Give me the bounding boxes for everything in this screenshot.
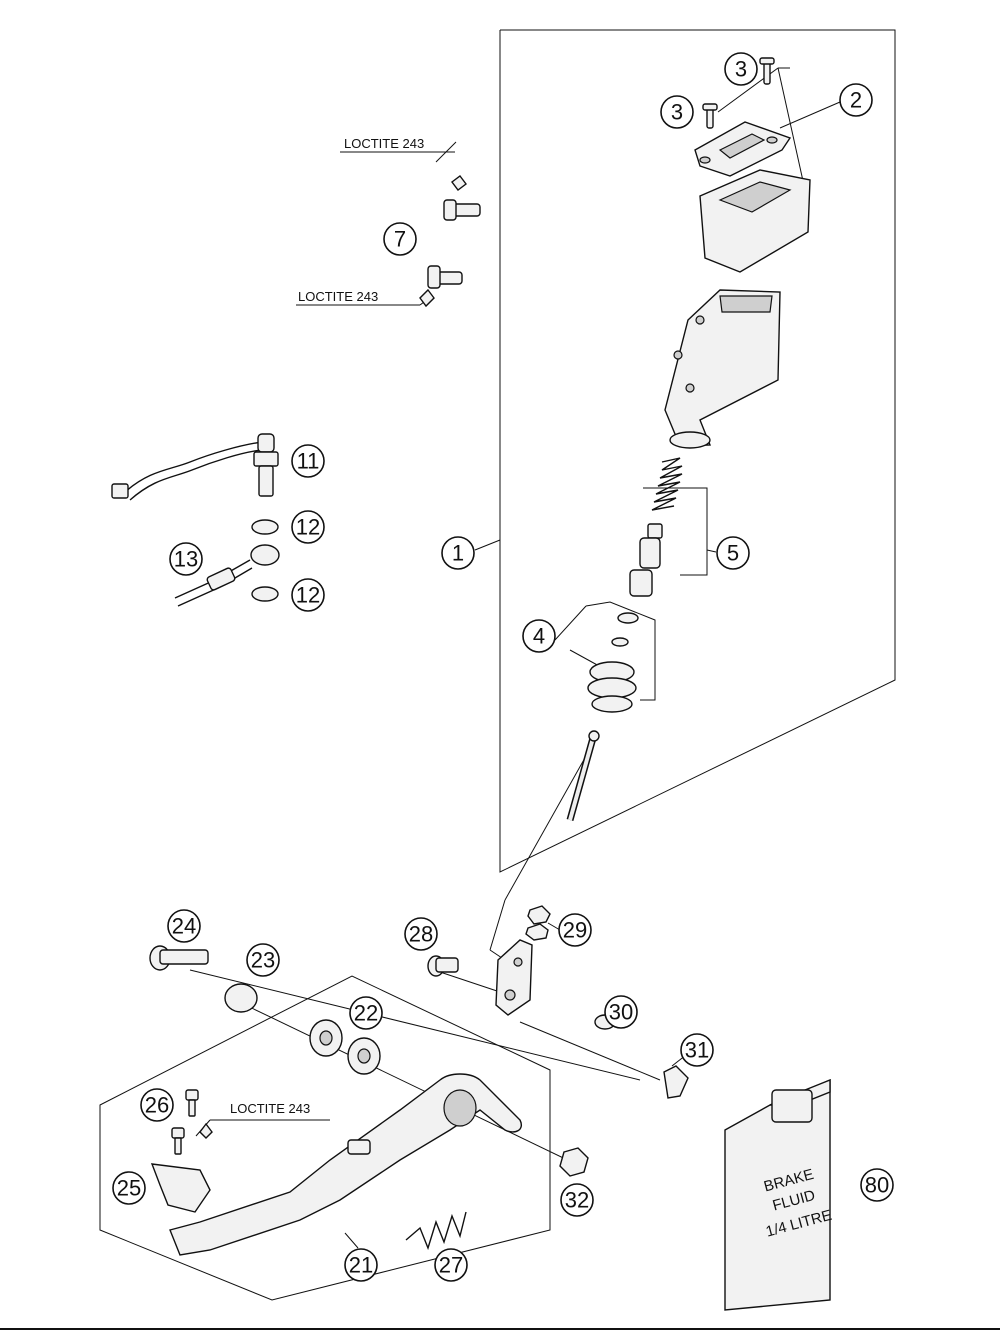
callout-2: 2 bbox=[839, 83, 873, 117]
svg-text:29: 29 bbox=[563, 918, 587, 943]
callout-23: 23 bbox=[246, 943, 280, 977]
svg-text:3: 3 bbox=[671, 100, 683, 125]
svg-text:30: 30 bbox=[609, 1000, 633, 1025]
return-spring-part-27 bbox=[405, 1211, 467, 1251]
master-cylinder-body bbox=[664, 289, 781, 449]
seal-kit-part-4 bbox=[587, 612, 639, 713]
callout-24: 24 bbox=[167, 909, 201, 943]
callout-31: 31 bbox=[680, 1033, 714, 1067]
callout-30: 30 bbox=[604, 995, 638, 1029]
svg-text:7: 7 bbox=[394, 227, 406, 252]
loctite-label-upper: LOCTITE 243 bbox=[344, 136, 424, 151]
bolts-part-26 bbox=[171, 1089, 213, 1155]
callout-25: 25 bbox=[112, 1171, 146, 1205]
banjo-bolts-part-7 bbox=[419, 175, 481, 308]
svg-text:4: 4 bbox=[533, 624, 545, 649]
brake-pedal-group-frame bbox=[99, 975, 551, 1301]
svg-text:1: 1 bbox=[452, 541, 464, 566]
svg-text:5: 5 bbox=[727, 541, 739, 566]
callout-29: 29 bbox=[558, 913, 592, 947]
callout-5: 5 bbox=[716, 536, 750, 570]
callout-13: 13 bbox=[169, 542, 203, 576]
loctite-label-middle: LOCTITE 243 bbox=[298, 289, 378, 304]
svg-text:13: 13 bbox=[174, 547, 198, 572]
pivot-bolt-part-24 bbox=[149, 945, 209, 971]
brake-light-switch-part-11 bbox=[111, 433, 279, 501]
callout-32: 32 bbox=[560, 1183, 594, 1217]
svg-text:11: 11 bbox=[297, 449, 320, 474]
clevis bbox=[495, 939, 533, 1016]
svg-text:24: 24 bbox=[172, 914, 196, 939]
brake-fluid-jug-part-80: BRAKE FLUID 1/4 LITRE bbox=[724, 1078, 834, 1311]
loctite-label-lower: LOCTITE 243 bbox=[230, 1101, 310, 1116]
master-cylinder-group-frame bbox=[499, 29, 896, 873]
svg-text:27: 27 bbox=[439, 1253, 463, 1278]
callout-27: 27 bbox=[434, 1248, 468, 1282]
reservoir-diaphragm bbox=[699, 169, 811, 273]
callout-4: 4 bbox=[522, 619, 556, 653]
screw-part-3 bbox=[702, 57, 775, 129]
piston-kit-part-5 bbox=[629, 457, 683, 597]
sealing-washer-part-12-lower bbox=[251, 586, 279, 602]
callout-21: 21 bbox=[344, 1248, 378, 1282]
callout-3-lower: 3 bbox=[660, 95, 694, 129]
svg-text:80: 80 bbox=[865, 1173, 889, 1198]
callout-80: 80 bbox=[860, 1168, 894, 1202]
svg-text:12: 12 bbox=[296, 515, 320, 540]
svg-text:28: 28 bbox=[409, 922, 433, 947]
reservoir-cover-part-2 bbox=[694, 121, 792, 177]
callout-1: 1 bbox=[441, 536, 475, 570]
washer-part-23 bbox=[224, 983, 258, 1013]
svg-text:25: 25 bbox=[117, 1176, 141, 1201]
pedal-step-part-25 bbox=[150, 1163, 211, 1213]
callout-26: 26 bbox=[140, 1088, 174, 1122]
callout-12-lower: 12 bbox=[291, 578, 325, 612]
svg-text:21: 21 bbox=[349, 1253, 373, 1278]
svg-text:22: 22 bbox=[354, 1001, 378, 1026]
callout-11: 11 bbox=[291, 444, 325, 478]
svg-text:12: 12 bbox=[296, 583, 320, 608]
callout-22: 22 bbox=[349, 996, 383, 1030]
callout-3-upper: 3 bbox=[724, 52, 758, 86]
cotter-pin-part-31 bbox=[663, 1065, 689, 1099]
brake-pedal-part-21 bbox=[169, 1073, 522, 1256]
bushings-part-22 bbox=[309, 1019, 381, 1075]
svg-text:3: 3 bbox=[735, 57, 747, 82]
leader-lines bbox=[189, 67, 841, 1249]
push-rod bbox=[566, 730, 600, 821]
callout-12-upper: 12 bbox=[291, 510, 325, 544]
nut-part-32 bbox=[559, 1147, 589, 1177]
svg-text:32: 32 bbox=[565, 1188, 589, 1213]
lock-nuts-part-29 bbox=[525, 905, 551, 941]
callout-7: 7 bbox=[383, 222, 417, 256]
svg-text:31: 31 bbox=[685, 1038, 709, 1063]
brake-line-part-13 bbox=[174, 544, 280, 607]
svg-text:26: 26 bbox=[145, 1093, 169, 1118]
sealing-washer-part-12-upper bbox=[251, 519, 279, 535]
callout-28: 28 bbox=[404, 917, 438, 951]
bolt-part-28 bbox=[427, 955, 459, 977]
svg-text:23: 23 bbox=[251, 948, 275, 973]
svg-text:2: 2 bbox=[850, 88, 862, 113]
